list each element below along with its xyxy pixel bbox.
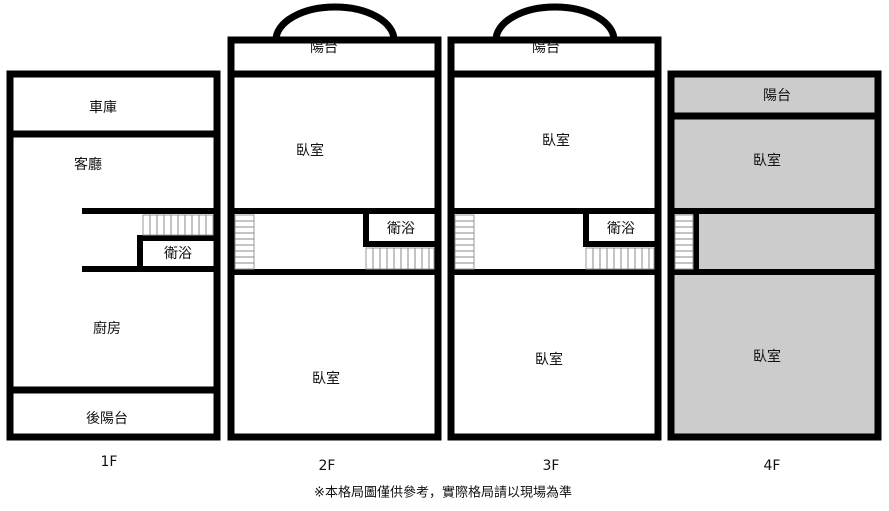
bath-2f-outline bbox=[363, 208, 441, 247]
stairs-1f bbox=[142, 214, 214, 236]
disclaimer-note: ※本格局圖僅供參考，實際格局請以現場為準 bbox=[314, 485, 572, 501]
room-back-balcony: 後陽台 bbox=[86, 411, 128, 427]
floor-4f-fill bbox=[671, 74, 878, 437]
floor-4f-outline bbox=[667, 70, 882, 441]
floor-label-2f: 2F bbox=[319, 458, 336, 474]
bath-1f-outline bbox=[137, 235, 220, 272]
room-bath-1f: 衛浴 bbox=[164, 246, 192, 262]
floor-label-1f: 1F bbox=[101, 454, 118, 470]
floor-label-4f: 4F bbox=[764, 458, 781, 474]
floor-1f: 車庫 客廳 衛浴 廚房 後陽台 1F bbox=[6, 70, 221, 470]
room-bedroom-front-4f: 臥室 bbox=[753, 152, 781, 169]
balcony-arc-3f bbox=[492, 3, 618, 41]
room-bath-3f: 衛浴 bbox=[607, 221, 635, 237]
room-bedroom-back-4f: 臥室 bbox=[753, 348, 781, 365]
room-living: 客廳 bbox=[74, 156, 102, 173]
room-balcony-4f: 陽台 bbox=[763, 88, 791, 104]
room-bath-2f: 衛浴 bbox=[387, 221, 415, 237]
room-bedroom-front-3f: 臥室 bbox=[542, 132, 570, 149]
floor-4f: 陽台 臥室 臥室 4F bbox=[667, 70, 882, 474]
room-balcony-2f: 陽台 bbox=[310, 40, 338, 56]
room-balcony-3f: 陽台 bbox=[532, 40, 560, 56]
floor-2f: 陽台 臥室 衛浴 臥室 2F bbox=[227, 3, 442, 474]
stairs-2f-left bbox=[234, 214, 255, 270]
balcony-arc-2f bbox=[272, 3, 398, 41]
room-bedroom-back-3f: 臥室 bbox=[535, 351, 563, 368]
stairs-3f-left bbox=[454, 214, 475, 270]
room-garage: 車庫 bbox=[89, 99, 117, 116]
stairs-2f-right bbox=[365, 247, 435, 270]
room-bedroom-front-2f: 臥室 bbox=[296, 142, 324, 159]
stairs-4f bbox=[674, 214, 694, 270]
floor-label-3f: 3F bbox=[543, 458, 560, 474]
room-bedroom-back-2f: 臥室 bbox=[312, 370, 340, 387]
bath-3f-outline bbox=[583, 208, 661, 247]
floor-3f-outline bbox=[447, 36, 662, 441]
floor-3f: 陽台 臥室 衛浴 臥室 3F bbox=[447, 3, 662, 474]
room-kitchen: 廚房 bbox=[93, 320, 121, 337]
stairs-3f-right bbox=[585, 247, 655, 270]
